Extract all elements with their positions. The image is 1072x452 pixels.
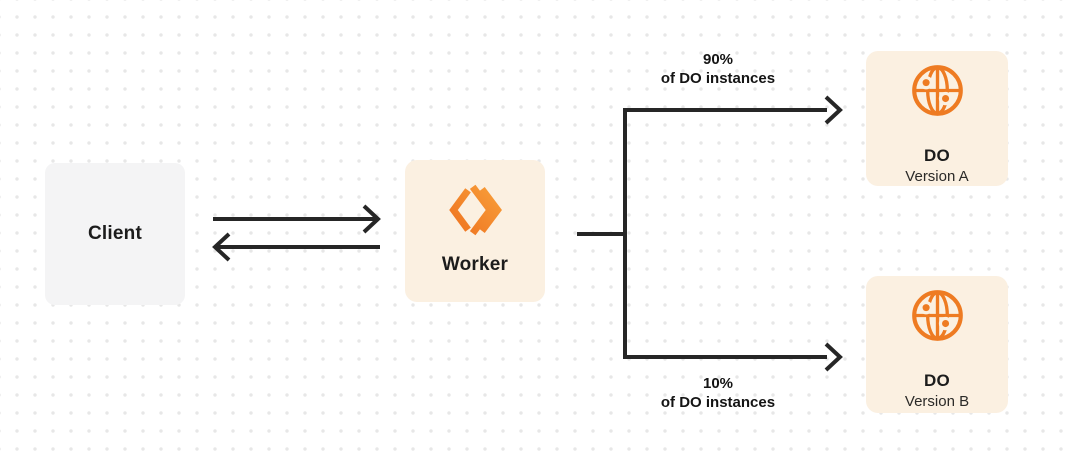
- worker-node: Worker: [405, 160, 545, 302]
- route-90-label: 90% of DO instances: [628, 50, 808, 88]
- globe-icon: [910, 63, 965, 123]
- route-10-percent: 10%: [702, 375, 734, 392]
- route-10-label: 10% of DO instances: [628, 374, 808, 412]
- globe-icon: [910, 288, 965, 348]
- worker-to-client-arrow: [212, 232, 380, 262]
- worker-branch-arrows: [577, 95, 843, 372]
- worker-label: Worker: [441, 254, 509, 275]
- route-10-caption: of DO instances: [660, 394, 776, 411]
- route-90-percent: 90%: [702, 51, 734, 68]
- route-90-caption: of DO instances: [660, 70, 776, 87]
- do-a-subtitle: Version A: [905, 168, 969, 185]
- do-b-subtitle: Version B: [904, 393, 970, 410]
- workers-logo-icon: [446, 181, 504, 244]
- client-label: Client: [88, 223, 142, 244]
- do-b-title: DO: [924, 371, 950, 390]
- do-version-b-node: DO Version B: [866, 276, 1008, 413]
- client-node: Client: [45, 163, 185, 305]
- do-version-a-node: DO Version A: [866, 51, 1008, 186]
- do-a-title: DO: [924, 146, 950, 165]
- client-to-worker-arrow: [213, 204, 381, 234]
